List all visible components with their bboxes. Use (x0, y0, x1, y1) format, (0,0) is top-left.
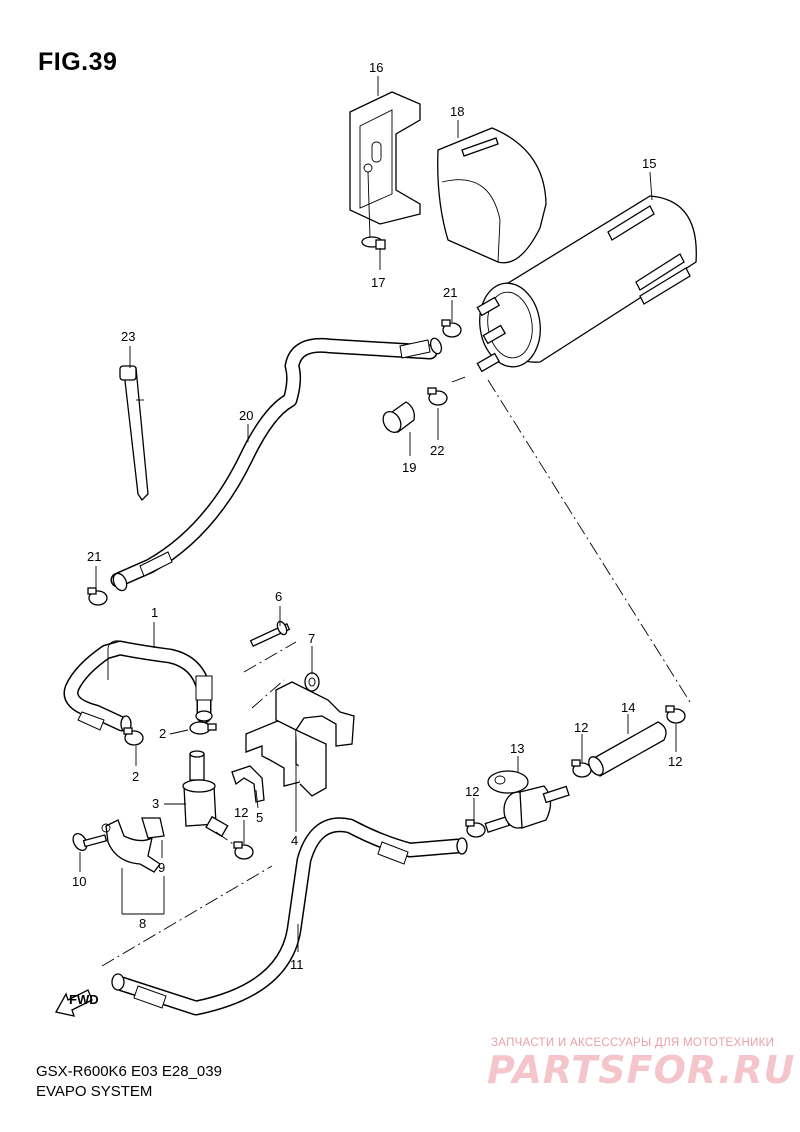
hose-20[interactable] (110, 337, 444, 593)
callout-19: 19 (402, 460, 416, 475)
callout-2-b: 2 (132, 769, 139, 784)
callout-4: 4 (291, 833, 298, 848)
callout-12-b: 12 (465, 784, 479, 799)
callout-16: 16 (369, 60, 383, 75)
callout-18: 18 (450, 104, 464, 119)
callout-6: 6 (275, 589, 282, 604)
clamp-21-upper[interactable] (441, 319, 462, 338)
valve-13[interactable] (484, 770, 570, 833)
bracket-16[interactable] (349, 91, 421, 225)
canister-15[interactable] (474, 195, 697, 373)
callout-14: 14 (621, 700, 635, 715)
callout-11: 11 (290, 957, 304, 972)
callout-labels: 16 18 15 17 21 23 20 19 22 21 1 6 7 2 2 … (72, 60, 682, 972)
callout-12-c: 12 (574, 720, 588, 735)
valve-3[interactable] (182, 750, 229, 838)
washer-7[interactable] (304, 672, 320, 692)
clamp-21-lower[interactable] (87, 587, 108, 606)
callout-21-upper: 21 (443, 285, 457, 300)
model-code: GSX-R600K6 E03 E28_039 (36, 1063, 222, 1080)
callout-13: 13 (510, 741, 524, 756)
callout-20: 20 (239, 408, 253, 423)
cable-tie-23[interactable] (119, 365, 149, 502)
callout-5: 5 (256, 810, 263, 825)
callout-12-d: 12 (668, 754, 682, 769)
callout-7: 7 (308, 631, 315, 646)
callout-1: 1 (151, 605, 158, 620)
hose-11[interactable] (111, 817, 468, 1016)
fwd-arrow: FWD (55, 989, 99, 1017)
callout-3: 3 (152, 796, 159, 811)
rivet-6[interactable] (249, 620, 291, 648)
callout-21-lower: 21 (87, 549, 101, 564)
callout-22: 22 (430, 443, 444, 458)
callout-9: 9 (158, 860, 165, 875)
screw-10[interactable] (70, 831, 108, 853)
fwd-label: FWD (69, 992, 99, 1007)
clamp-22[interactable] (427, 387, 448, 406)
callout-8: 8 (139, 916, 146, 931)
cap-19[interactable] (380, 401, 415, 436)
callout-10: 10 (72, 874, 86, 889)
clamp-9[interactable] (101, 817, 165, 873)
watermark-logo: PARTSFOR.RU (487, 1048, 796, 1092)
section-name: EVAPO SYSTEM (36, 1083, 153, 1100)
clamp-2-a[interactable] (123, 727, 144, 746)
figure-title: FIG.39 (38, 48, 118, 76)
hose-14[interactable] (586, 721, 667, 778)
hose-1[interactable] (63, 640, 213, 733)
holder-18[interactable] (437, 127, 547, 264)
clamp-12-d[interactable] (665, 705, 686, 724)
screw-17[interactable] (361, 171, 386, 250)
callout-2-a: 2 (159, 726, 166, 741)
clamp-12-a[interactable] (233, 841, 254, 860)
callout-23: 23 (121, 329, 135, 344)
watermark-tagline: ЗАПЧАСТИ И АКСЕССУАРЫ ДЛЯ МОТОТЕХНИКИ (491, 1037, 775, 1049)
callout-17: 17 (371, 275, 385, 290)
callout-12-a: 12 (234, 805, 248, 820)
callout-15: 15 (642, 156, 656, 171)
clip-5[interactable] (231, 765, 265, 803)
leader-lines (79, 76, 691, 967)
clamp-2-b[interactable] (189, 721, 217, 735)
bracket-4[interactable] (245, 681, 355, 797)
clamp-12-b[interactable] (465, 819, 486, 838)
